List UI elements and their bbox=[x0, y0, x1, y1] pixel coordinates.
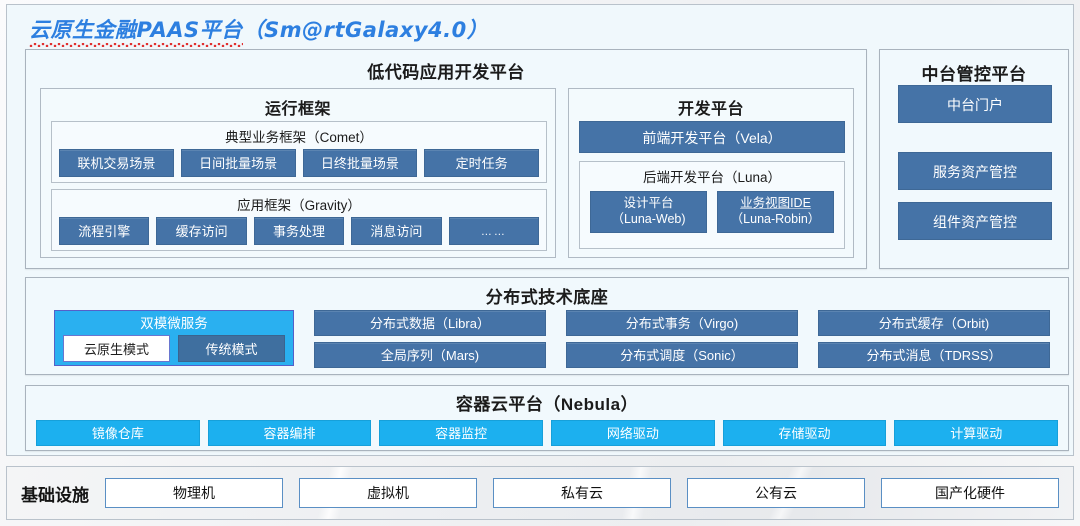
comet-item-intraday-batch[interactable]: 日间批量场景 bbox=[180, 149, 296, 177]
container-cloud-platform-section: 容器云平台（Nebula） 镜像仓库 容器编排 容器监控 网络驱动 存储驱动 计… bbox=[25, 385, 1069, 451]
distributed-column-3: 分布式缓存（Orbit) 分布式消息（TDRSS） bbox=[818, 310, 1050, 374]
dist-item-libra[interactable]: 分布式数据（Libra） bbox=[314, 310, 546, 336]
comet-chip-row: 联机交易场景 日间批量场景 日终批量场景 定时任务 bbox=[52, 149, 546, 177]
runtime-framework-section: 运行框架 典型业务框架（Comet） 联机交易场景 日间批量场景 日终批量场景 … bbox=[40, 88, 556, 258]
dual-mode-traditional[interactable]: 传统模式 bbox=[178, 335, 285, 362]
container-cloud-chip-row: 镜像仓库 容器编排 容器监控 网络驱动 存储驱动 计算驱动 bbox=[26, 415, 1068, 446]
midoffice-item-service-asset-control[interactable]: 服务资产管控 bbox=[898, 152, 1052, 190]
comet-framework-title: 典型业务框架（Comet） bbox=[225, 130, 373, 145]
infra-item-virtual-machine[interactable]: 虚拟机 bbox=[299, 478, 477, 508]
gravity-item-message-access[interactable]: 消息访问 bbox=[351, 217, 442, 245]
gravity-framework-group: 应用框架（Gravity） 流程引擎 缓存访问 事务处理 消息访问 …… bbox=[51, 189, 547, 251]
page-title: 云原生金融PAAS平台（Sm@rtGalaxy4.0） bbox=[29, 14, 488, 47]
dist-item-virgo[interactable]: 分布式事务（Virgo) bbox=[566, 310, 798, 336]
infra-item-private-cloud[interactable]: 私有云 bbox=[493, 478, 671, 508]
luna-item-business-view-ide[interactable]: 业务视图IDE （Luna-Robin） bbox=[717, 191, 834, 233]
container-item-network-driver[interactable]: 网络驱动 bbox=[551, 420, 715, 446]
gravity-item-transaction-processing[interactable]: 事务处理 bbox=[253, 217, 345, 245]
comet-item-scheduled-task[interactable]: 定时任务 bbox=[424, 149, 539, 177]
luna-item-design-platform-code: （Luna-Web) bbox=[611, 212, 686, 226]
platform-main-card: 云原生金融PAAS平台（Sm@rtGalaxy4.0） 低代码应用开发平台 运行… bbox=[6, 4, 1074, 456]
container-item-storage-driver[interactable]: 存储驱动 bbox=[722, 420, 887, 446]
dist-item-sonic[interactable]: 分布式调度（Sonic） bbox=[566, 342, 798, 368]
gravity-chip-row: 流程引擎 缓存访问 事务处理 消息访问 …… bbox=[52, 217, 546, 245]
infrastructure-section: 基础设施 物理机 虚拟机 私有云 公有云 国产化硬件 bbox=[6, 466, 1074, 520]
container-item-monitoring[interactable]: 容器监控 bbox=[379, 420, 544, 446]
luna-chip-row: 设计平台 （Luna-Web) 业务视图IDE （Luna-Robin） bbox=[580, 186, 844, 233]
infra-item-domestic-hardware[interactable]: 国产化硬件 bbox=[881, 478, 1059, 508]
container-item-compute-driver[interactable]: 计算驱动 bbox=[894, 420, 1059, 446]
container-item-orchestration[interactable]: 容器编排 bbox=[207, 420, 372, 446]
midoffice-item-component-asset-control[interactable]: 组件资产管控 bbox=[898, 202, 1052, 240]
distributed-column-1: 分布式数据（Libra） 全局序列（Mars) bbox=[314, 310, 546, 374]
luna-item-business-view-ide-code: （Luna-Robin） bbox=[730, 212, 821, 226]
luna-item-design-platform[interactable]: 设计平台 （Luna-Web) bbox=[590, 191, 707, 233]
lowcode-platform-section: 低代码应用开发平台 运行框架 典型业务框架（Comet） 联机交易场景 日间批量… bbox=[25, 49, 867, 269]
dist-item-orbit[interactable]: 分布式缓存（Orbit) bbox=[818, 310, 1050, 336]
container-cloud-platform-title: 容器云平台（Nebula） bbox=[455, 395, 639, 414]
infra-item-physical-machine[interactable]: 物理机 bbox=[105, 478, 283, 508]
dist-item-mars[interactable]: 全局序列（Mars) bbox=[314, 342, 546, 368]
dual-mode-row: 云原生模式 传统模式 bbox=[57, 335, 291, 362]
dist-item-tdrss[interactable]: 分布式消息（TDRSS） bbox=[818, 342, 1050, 368]
distributed-technology-base-section: 分布式技术底座 双模微服务 云原生模式 传统模式 分布式数据（Libra） 全局… bbox=[25, 277, 1069, 375]
gravity-item-process-engine[interactable]: 流程引擎 bbox=[59, 217, 150, 245]
gravity-framework-title: 应用框架（Gravity） bbox=[237, 198, 361, 213]
dual-mode-microservice-title: 双模微服务 bbox=[140, 316, 208, 331]
luna-item-design-platform-label: 设计平台 bbox=[623, 196, 674, 211]
distributed-column-2: 分布式事务（Virgo) 分布式调度（Sonic） bbox=[566, 310, 798, 374]
dual-mode-cloud-native[interactable]: 云原生模式 bbox=[63, 335, 170, 362]
infrastructure-items: 物理机 虚拟机 私有云 公有云 国产化硬件 bbox=[105, 478, 1059, 508]
midoffice-control-platform-title: 中台管控平台 bbox=[921, 65, 1027, 84]
luna-item-business-view-ide-label: 业务视图IDE bbox=[740, 196, 811, 211]
frontend-development-platform-vela[interactable]: 前端开发平台（Vela） bbox=[579, 121, 845, 153]
development-platform-title: 开发平台 bbox=[677, 101, 744, 118]
lowcode-platform-title: 低代码应用开发平台 bbox=[367, 63, 525, 82]
infra-item-public-cloud[interactable]: 公有云 bbox=[687, 478, 865, 508]
backend-development-platform-title: 后端开发平台（Luna） bbox=[642, 170, 782, 185]
backend-development-platform-luna-group: 后端开发平台（Luna） 设计平台 （Luna-Web) 业务视图IDE （Lu… bbox=[579, 161, 845, 249]
midoffice-control-platform-section: 中台管控平台 服务资产管控 组件资产管控 中台门户 bbox=[879, 49, 1069, 269]
container-item-image-registry[interactable]: 镜像仓库 bbox=[36, 420, 200, 446]
runtime-framework-title: 运行框架 bbox=[264, 101, 331, 118]
gravity-item-cache-access[interactable]: 缓存访问 bbox=[156, 217, 247, 245]
distributed-technology-base-title: 分布式技术底座 bbox=[485, 288, 609, 307]
midoffice-item-portal[interactable]: 中台门户 bbox=[898, 85, 1052, 123]
gravity-item-more[interactable]: …… bbox=[448, 217, 540, 245]
development-platform-section: 开发平台 前端开发平台（Vela） 后端开发平台（Luna） 设计平台 （Lun… bbox=[568, 88, 854, 258]
comet-item-eod-batch[interactable]: 日终批量场景 bbox=[302, 149, 418, 177]
comet-item-online-transaction[interactable]: 联机交易场景 bbox=[59, 149, 174, 177]
comet-framework-group: 典型业务框架（Comet） 联机交易场景 日间批量场景 日终批量场景 定时任务 bbox=[51, 121, 547, 183]
infrastructure-label: 基础设施 bbox=[21, 485, 89, 505]
page-title-english: （Sm@rtGalaxy4.0） bbox=[242, 18, 489, 42]
page-title-chinese: 云原生金融PAAS平台 bbox=[29, 14, 243, 47]
dual-mode-microservice-group: 双模微服务 云原生模式 传统模式 bbox=[54, 310, 294, 366]
